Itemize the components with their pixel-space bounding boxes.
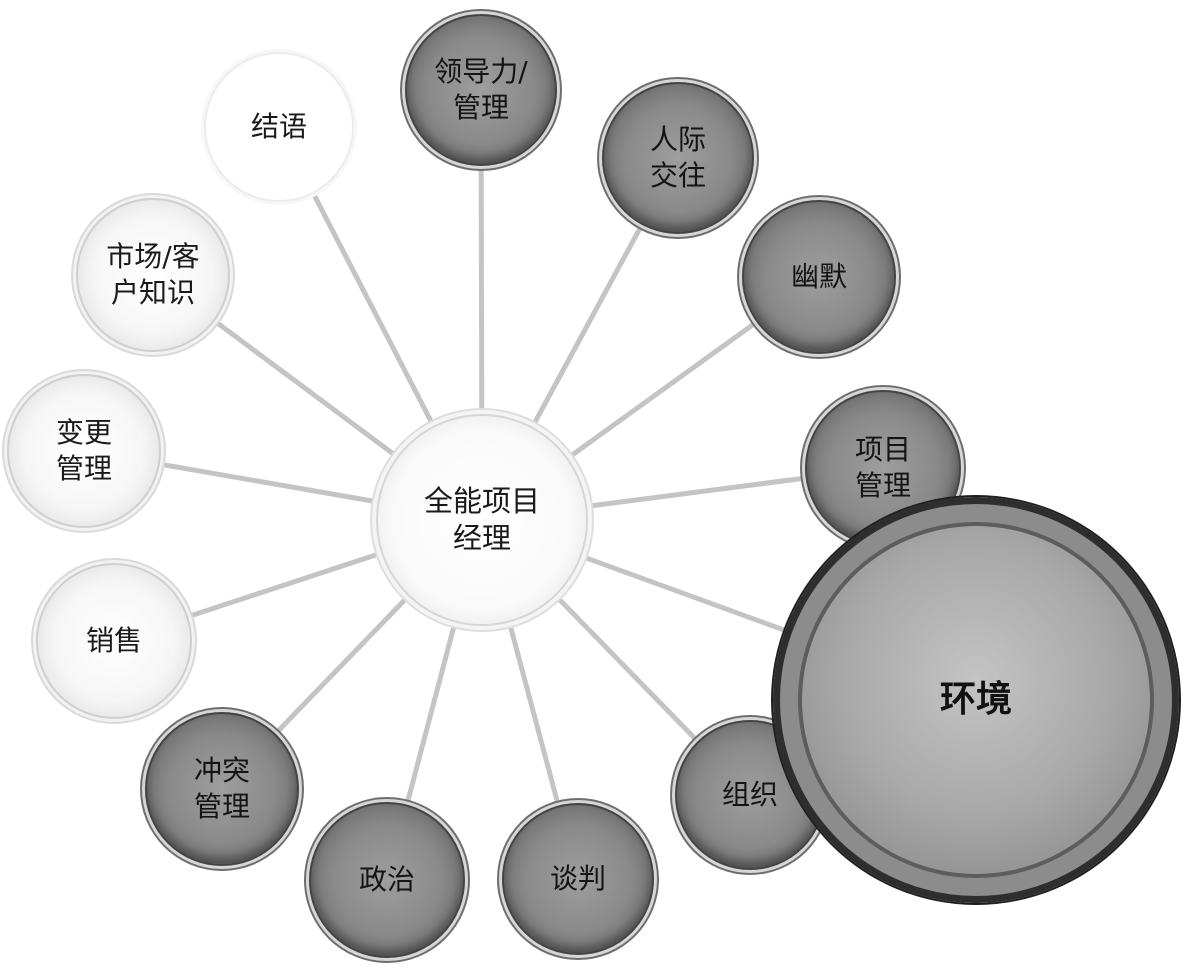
node-center: 全能项目 经理	[376, 414, 588, 626]
node-change-management: 变更 管理	[7, 374, 161, 528]
node-label: 谈判	[549, 862, 606, 896]
node-politics: 政治	[309, 802, 465, 958]
node-humor: 幽默	[742, 200, 896, 354]
node-label: 销售	[85, 624, 142, 658]
node-label: 领导力/ 管理	[434, 55, 528, 124]
node-conclusion: 结语	[204, 52, 354, 202]
node-label: 政治	[358, 863, 415, 897]
node-label: 结语	[250, 110, 307, 144]
node-label: 市场/客 户知识	[106, 240, 200, 309]
node-label: 人际 交往	[649, 123, 706, 192]
node-label: 项目 管理	[854, 433, 911, 502]
center-label: 全能项目 经理	[423, 483, 540, 555]
node-interpersonal: 人际 交往	[602, 82, 754, 234]
node-leadership: 领导力/ 管理	[405, 14, 557, 166]
node-market-knowledge: 市场/客 户知识	[76, 198, 230, 352]
node-label: 冲突 管理	[193, 754, 250, 823]
node-label: 组织	[721, 778, 778, 812]
node-sales: 销售	[36, 563, 192, 719]
node-label: 环境	[939, 678, 1012, 720]
node-conflict-management: 冲突 管理	[145, 712, 299, 866]
node-environment: 环境	[773, 497, 1179, 903]
node-negotiation: 谈判	[502, 803, 654, 955]
node-label: 变更 管理	[55, 416, 112, 485]
node-label: 幽默	[790, 260, 847, 294]
